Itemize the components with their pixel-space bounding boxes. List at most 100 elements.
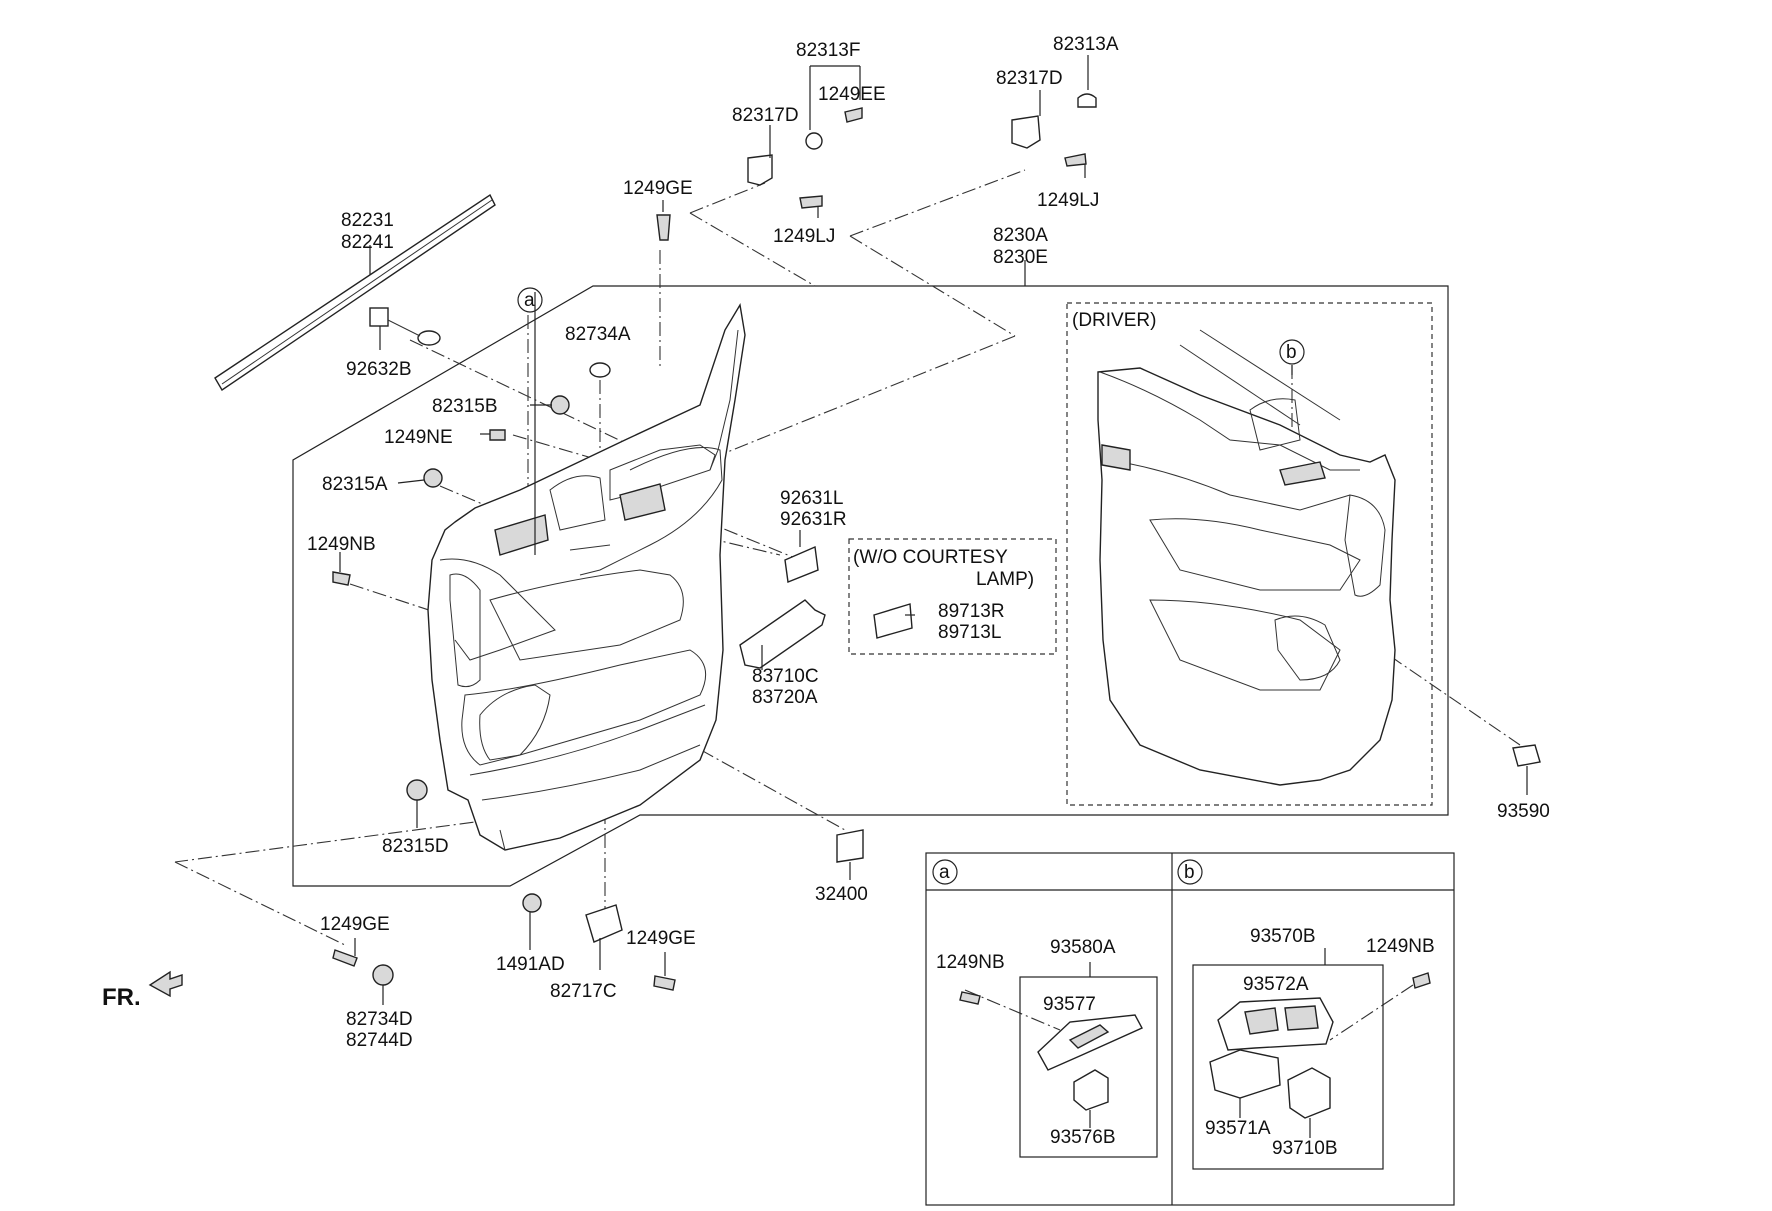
clip-93590 (1512, 744, 1541, 767)
label-82315B: 82315B (432, 396, 498, 417)
label-1249LJ-1: 1249LJ (773, 226, 835, 247)
label-92631R: 92631R (780, 509, 847, 530)
screw-1249NB-left (332, 571, 351, 586)
label-83720A: 83720A (752, 687, 818, 708)
label-93572A: 93572A (1243, 974, 1309, 995)
callout-circle-b (1279, 339, 1305, 365)
detail-sections (925, 852, 1455, 1206)
label-92631L: 92631L (780, 488, 843, 509)
label-1249EE: 1249EE (818, 84, 886, 105)
label-wo-courtesy-1: (W/O COURTESY (853, 547, 1008, 568)
label-93580A: 93580A (1050, 937, 1116, 958)
label-82315D: 82315D (382, 836, 449, 857)
screw-1249EE (844, 107, 863, 123)
label-1249GE-top: 1249GE (623, 178, 693, 199)
switch-93571A (1209, 1049, 1281, 1099)
bezel-insert-93577 (1068, 1024, 1110, 1049)
label-1249LJ-2: 1249LJ (1037, 190, 1099, 211)
label-82734A: 82734A (565, 324, 631, 345)
lamp-92632B (369, 307, 389, 327)
clip-82315A (423, 468, 443, 488)
label-1249NB-a: 1249NB (936, 952, 1005, 973)
bracket-82717C (585, 904, 623, 943)
grommet-82313F (805, 132, 823, 150)
label-93570B: 93570B (1250, 926, 1316, 947)
bracket-82317D-left (747, 154, 773, 186)
label-1249NB-b: 1249NB (1366, 936, 1435, 957)
callout-circle-a (517, 287, 543, 313)
callouts (517, 287, 1305, 365)
label-82734D: 82734D (346, 1009, 413, 1030)
label-8230A: 8230A (993, 225, 1048, 246)
screw-1249NB-b (1412, 972, 1431, 989)
label-93576B: 93576B (1050, 1127, 1116, 1148)
bracket-82317D-right (1011, 115, 1041, 149)
label-82717C: 82717C (550, 981, 617, 1002)
label-83710C: 83710C (752, 666, 819, 687)
label-89713R: 89713R (938, 601, 1005, 622)
label-93571A: 93571A (1205, 1118, 1271, 1139)
clip-82315D (406, 779, 428, 801)
front-arrow-icon (148, 970, 183, 998)
handle-83710C (739, 599, 826, 669)
screw-1249LJ-left (799, 195, 823, 209)
part-labels: 82313F 1249EE 82317D 82313A 82317D 1249G… (102, 34, 1550, 1159)
label-93590: 93590 (1497, 801, 1550, 822)
label-1491AD: 1491AD (496, 954, 565, 975)
lamp-bulb-92632B (417, 330, 441, 346)
cover-89713 (873, 603, 913, 639)
label-82313F: 82313F (796, 40, 860, 61)
label-leaders (339, 55, 1528, 1005)
label-82315A: 82315A (322, 474, 388, 495)
label-1249NB-left: 1249NB (307, 534, 376, 555)
label-driver: (DRIVER) (1072, 310, 1156, 331)
screw-1249NB-a (959, 991, 981, 1005)
label-82241: 82241 (341, 232, 394, 253)
callout-b-text: b (1286, 342, 1297, 363)
section-a-box (1019, 976, 1158, 1158)
cover-92631 (784, 545, 819, 583)
bezel-93580A (1037, 1014, 1143, 1071)
label-89713L: 89713L (938, 622, 1001, 643)
label-82317D-1: 82317D (732, 105, 799, 126)
main-assembly-frame (292, 285, 1449, 887)
label-32400: 32400 (815, 884, 868, 905)
section-circle-b (1177, 859, 1203, 885)
clip-82315B (550, 395, 570, 415)
label-82313A: 82313A (1053, 34, 1119, 55)
door-trim-panel (427, 303, 746, 851)
label-92632B: 92632B (346, 359, 412, 380)
detail-frame (925, 852, 1455, 1206)
label-93710B: 93710B (1272, 1138, 1338, 1159)
label-82317D-2: 82317D (996, 68, 1063, 89)
label-wo-courtesy-2: LAMP) (976, 569, 1034, 590)
screw-1249LJ-right (1064, 153, 1087, 167)
switch-93710B (1287, 1067, 1331, 1119)
cap-82734A (589, 362, 611, 378)
section-circle-a (932, 859, 958, 885)
section-a-text: a (939, 862, 950, 883)
label-1249GE-bm: 1249GE (626, 928, 696, 949)
label-fr: FR. (102, 984, 141, 1011)
callout-a-text: a (524, 290, 535, 311)
clip-82734D (372, 964, 394, 986)
screw-1249NE (489, 429, 506, 441)
switch-93576B (1073, 1069, 1109, 1111)
label-32400 (836, 829, 864, 863)
screw-1249GE-bm (653, 975, 676, 991)
clip-1491AD (522, 893, 542, 913)
label-1249NE: 1249NE (384, 427, 453, 448)
label-8230E: 8230E (993, 247, 1048, 268)
label-1249GE-bl: 1249GE (320, 914, 390, 935)
section-b-box (1192, 964, 1384, 1170)
label-82231: 82231 (341, 210, 394, 231)
small-parts (148, 93, 1541, 998)
grommet-82313A (1077, 93, 1097, 108)
door-trim-panel-driver (1097, 329, 1396, 786)
screw-1249GE-top (656, 214, 671, 241)
section-b-text: b (1184, 862, 1195, 883)
label-93577: 93577 (1043, 994, 1096, 1015)
screw-1249GE-bl (332, 949, 358, 967)
label-82744D: 82744D (346, 1030, 413, 1051)
